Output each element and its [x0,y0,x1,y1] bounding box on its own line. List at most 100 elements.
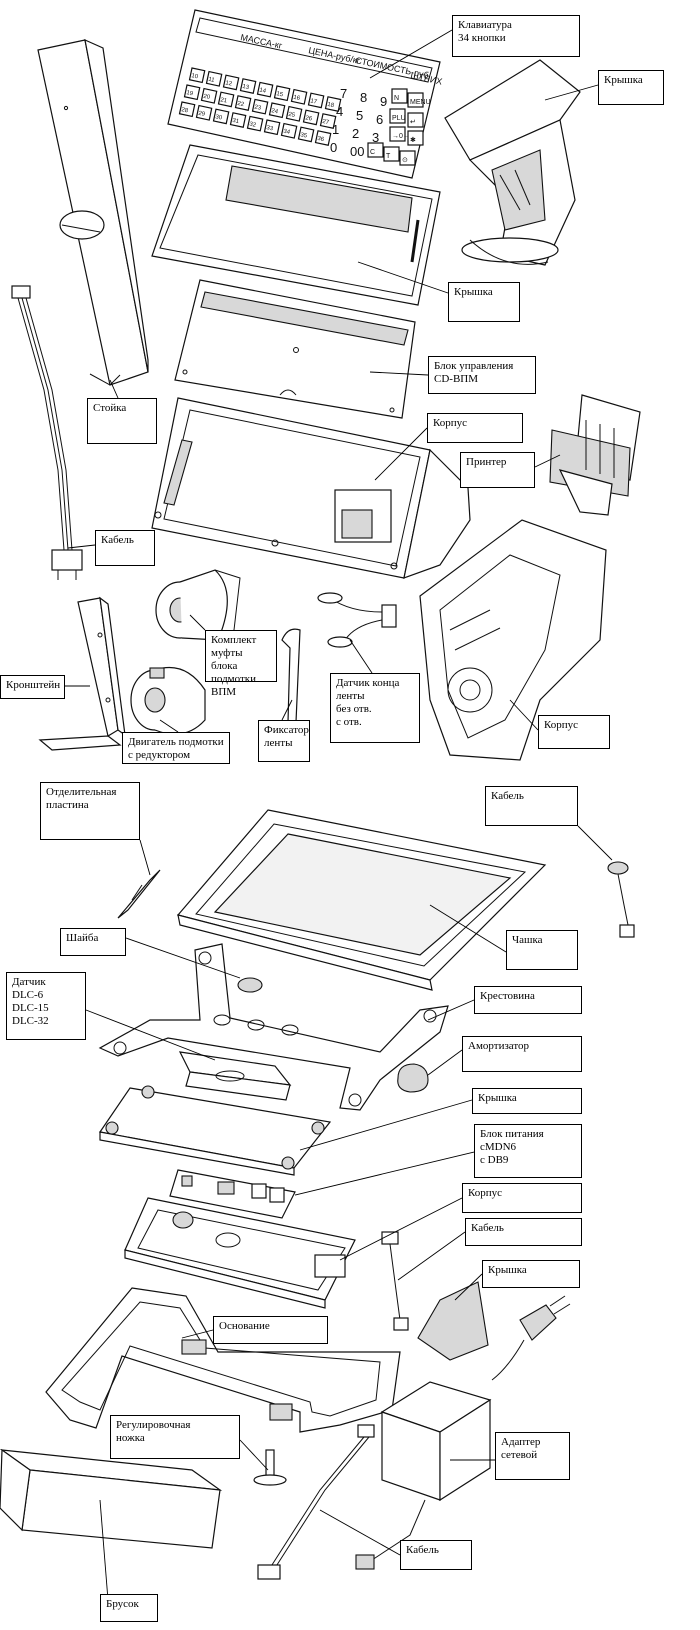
preset-key [246,115,264,132]
preset-key-label: 33 [266,125,274,132]
label-cable-mid: Кабель [465,1218,582,1246]
preset-key-label: 14 [259,87,267,94]
preset-key-label: 17 [310,98,318,105]
preset-key-label: 27 [322,119,330,126]
function-key [407,130,424,146]
numeric-key: 3 [372,130,379,145]
numeric-key: 7 [340,86,347,101]
numeric-key: 9 [380,94,387,109]
preset-key [195,104,213,121]
preset-key [222,74,240,91]
label-cross: Крестовина [474,986,582,1014]
preset-key [297,126,315,143]
preset-key-label: 13 [242,84,250,91]
numeric-key: 00 [350,144,364,159]
label-psu: Блок питания cMDN6 c DB9 [474,1124,582,1178]
bowl-part [176,809,547,991]
preset-key [217,91,235,108]
label-tape-lock: Фиксатор ленты [258,720,310,762]
preset-key [273,85,291,102]
separator-plate-part [117,869,161,919]
preset-key [251,98,269,115]
preset-key [205,70,223,87]
label-base: Основание [213,1316,328,1344]
label-cable-right: Кабель [485,786,578,826]
preset-key-label: 22 [237,101,245,108]
bracket-part [38,596,126,751]
label-cover-small: Крышка [482,1260,580,1288]
base-cover-plate-part [98,1085,332,1176]
preset-key [307,92,325,109]
adjusting-foot-part [253,1449,287,1486]
preset-key [285,105,303,122]
function-key [407,112,424,128]
preset-key-label: 26 [305,115,313,122]
function-key [407,92,424,108]
psu-board-part [169,1169,296,1219]
tape-sensor-part [317,592,397,648]
preset-key-label: 18 [327,102,335,109]
bar-part [0,1448,223,1549]
label-cover-base: Крышка [472,1088,582,1114]
preset-key [290,88,308,105]
cross-part [98,943,449,1111]
function-key-label: MENU [410,99,431,106]
power-adapter-part [355,1381,492,1570]
small-cover-part [417,1281,489,1361]
right-cable-part [607,861,635,938]
preset-key-label: 10 [191,73,199,80]
printer-part [549,394,641,516]
load-cell-part [178,1051,292,1101]
label-motor: Двигатель подмотки с редуктором [122,732,230,764]
preset-key-label: 29 [198,111,206,118]
preset-key [183,84,201,101]
label-load-cell: Датчик DLC-6 DLC-15 DLC-32 [6,972,86,1040]
label-housing-printer: Корпус [538,715,610,749]
preset-key-label: 11 [208,77,216,84]
label-printer: Принтер [460,452,535,488]
numeric-key: 0 [330,140,337,155]
preset-key [188,67,206,84]
label-bowl: Чашка [506,930,578,970]
label-cable-bottom: Кабель [400,1540,472,1570]
preset-key [314,130,332,146]
label-housing-base: Корпус [462,1183,582,1213]
function-key-label: T [386,153,391,160]
function-key-label: PLU [392,115,406,122]
label-clutch-kit: Комплект муфты блока подмотки ВПМ [205,630,277,698]
numeric-key: 1 [332,122,339,137]
label-damper: Амортизатор [462,1036,582,1072]
function-key-label: ✱ [410,136,416,144]
label-bar: Брусок [100,1594,158,1622]
numeric-key: 8 [360,90,367,105]
preset-key [280,122,298,139]
numeric-key: 4 [336,104,343,119]
preset-key [268,102,286,119]
function-key-label: ⊙ [402,157,408,164]
head-housing-part [151,397,471,579]
label-adapter: Адаптер сетевой [495,1432,570,1480]
preset-key-label: 30 [215,114,223,121]
preset-key [324,96,342,112]
function-key-label: C [370,149,375,156]
preset-key-label: 15 [276,91,284,98]
bottom-cable-part [257,1424,375,1580]
label-stand: Стойка [87,398,157,444]
numeric-key: 2 [352,126,359,141]
preset-key [239,78,257,94]
stand-cable-part [11,285,83,580]
preset-key [229,112,247,128]
function-key [383,146,400,162]
base-housing-part [124,1197,356,1309]
label-housing-head: Корпус [427,413,523,443]
keyboard-panel: МАССА-кг ЦЕНА-руб/кг СТОИМОСТЬ-руб ШТРИХ… [167,9,443,179]
top-cover-part [444,59,581,266]
label-bracket: Кронштейн [0,675,65,699]
function-key-label: N [394,95,399,102]
preset-key [234,95,252,111]
function-key-label: →0← [392,133,410,140]
preset-key-label: 34 [283,129,291,136]
numeric-key: 6 [376,112,383,127]
mains-plug-part [491,1295,571,1381]
function-key [367,142,384,158]
